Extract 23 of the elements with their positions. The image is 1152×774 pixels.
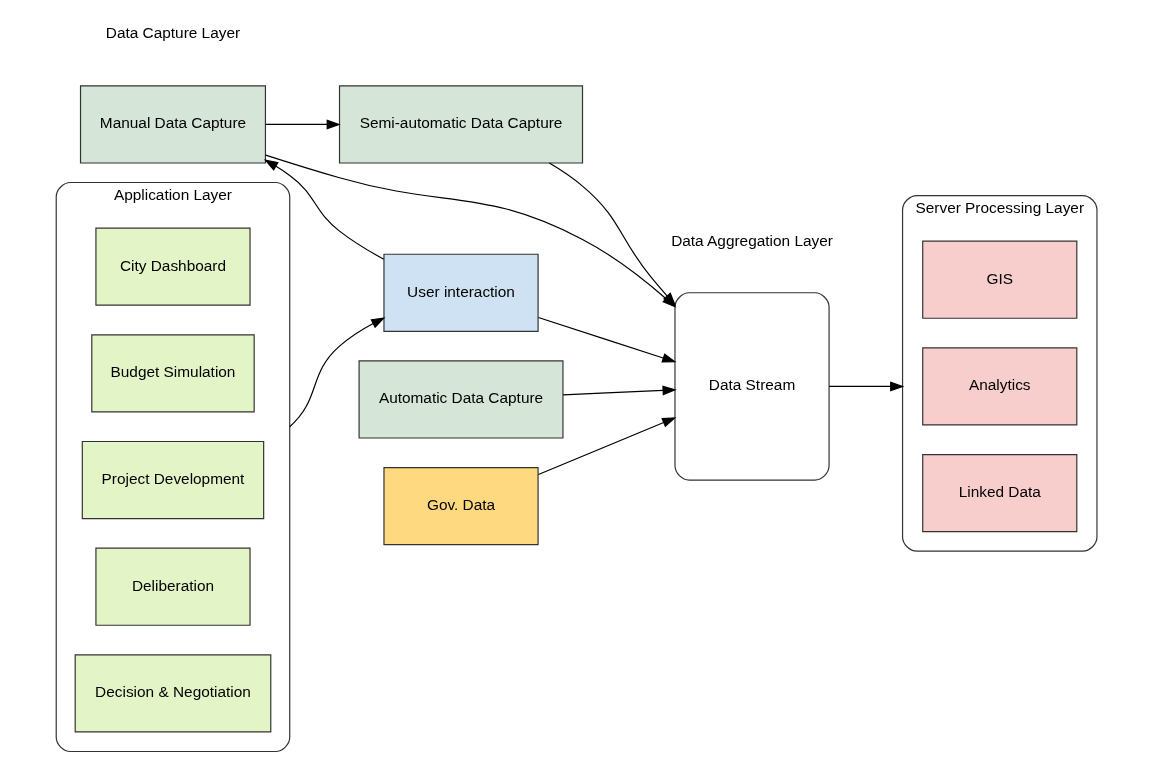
node-box: User interaction (383, 253, 539, 332)
arrow (562, 385, 677, 396)
node-box: Deliberation (95, 547, 251, 626)
node-box: GIS (922, 240, 1078, 319)
node-box: Data Stream (674, 292, 830, 481)
arrow (537, 316, 677, 363)
arrow (537, 417, 677, 476)
arrow (289, 317, 386, 428)
label: Data Aggregation Layer (671, 231, 833, 249)
node-box: Linked Data (922, 453, 1078, 533)
label: Data Capture Layer (105, 24, 241, 42)
arrow (828, 381, 905, 392)
node-box: Gov. Data (383, 467, 539, 546)
node-box: Project Development (81, 440, 265, 520)
node-box: Decision & Negotiation (74, 654, 272, 733)
arrow (265, 119, 341, 130)
node-box: City Dashboard (95, 227, 251, 306)
node-box: Manual Data Capture (79, 85, 267, 164)
arrow (263, 159, 385, 260)
node-box: Semi-automatic Data Capture (338, 85, 584, 164)
node-box: Analytics (922, 347, 1078, 426)
node-box: Budget Simulation (91, 334, 255, 413)
node-box: Automatic Data Capture (358, 360, 564, 439)
